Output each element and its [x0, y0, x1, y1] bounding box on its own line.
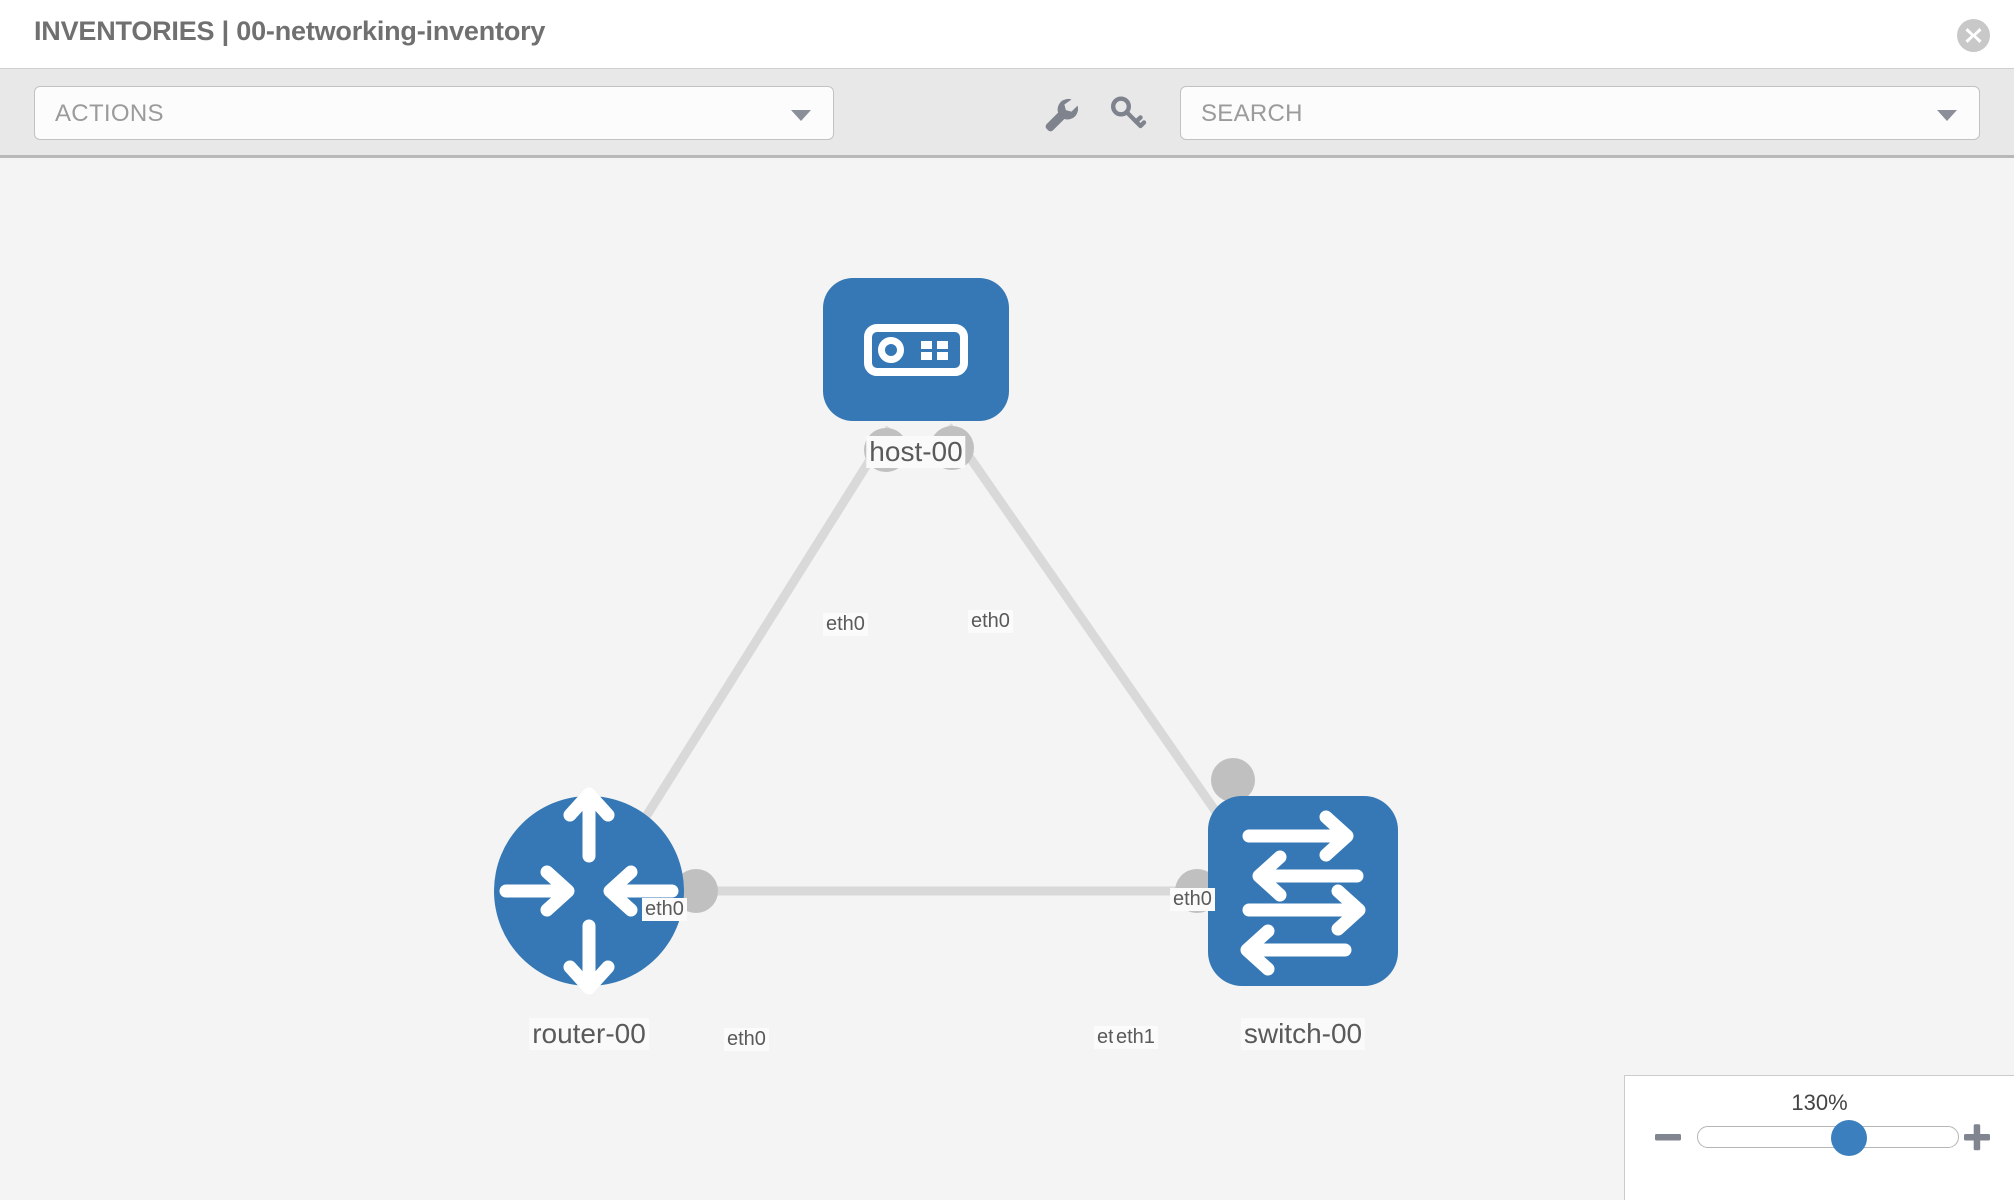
topology-endpoints: [674, 426, 1255, 913]
search-placeholder-label: SEARCH: [1201, 100, 1303, 127]
node-host-00: [823, 278, 1009, 421]
zoom-slider-handle[interactable]: [1830, 1120, 1867, 1156]
topology-canvas[interactable]: host-00 router-00 switch-00 eth0 eth0 et…: [0, 158, 2014, 1200]
zoom-control-panel: 130%: [1624, 1075, 2014, 1200]
search-input[interactable]: SEARCH: [1180, 86, 1980, 140]
iface-label-switch00-eth1: eth1: [1113, 1026, 1158, 1049]
topology-graph: [494, 278, 1398, 995]
close-icon[interactable]: [1957, 19, 1990, 52]
iface-label-host00-right: eth0: [968, 610, 1013, 633]
zoom-level-label: 130%: [1791, 1090, 1848, 1115]
page-title: INVENTORIES | 00-networking-inventory: [34, 16, 546, 46]
minus-icon[interactable]: [1651, 1120, 1685, 1154]
endpoint-switch00-top: [1211, 758, 1255, 802]
chevron-down-icon: [791, 110, 811, 121]
node-label-switch-00[interactable]: switch-00: [1240, 1018, 1366, 1050]
zoom-slider[interactable]: [1697, 1120, 1959, 1156]
node-label-router-00[interactable]: router-00: [529, 1018, 649, 1050]
chevron-down-icon: [1937, 110, 1957, 121]
topology-links: [616, 423, 1252, 896]
toolbar: ACTIONS SEARCH: [0, 68, 2014, 158]
actions-dropdown-label: ACTIONS: [55, 100, 164, 127]
iface-label-switch00-uplink: eth0: [1170, 888, 1215, 911]
wrench-icon[interactable]: [1038, 91, 1082, 135]
iface-label-router00-eth0: eth0: [724, 1028, 769, 1051]
node-router-00: [494, 787, 684, 995]
page-header: INVENTORIES | 00-networking-inventory: [0, 0, 2014, 68]
plus-icon[interactable]: [1960, 1120, 1994, 1154]
actions-dropdown[interactable]: ACTIONS: [34, 86, 834, 140]
iface-label-host00-left: eth0: [823, 613, 868, 636]
iface-label-router00-uplink: eth0: [642, 898, 687, 921]
node-label-host-00[interactable]: host-00: [866, 436, 966, 468]
key-icon[interactable]: [1105, 91, 1149, 135]
link-host00-switch00: [944, 423, 1252, 861]
node-switch-00: [1208, 796, 1398, 986]
link-host00-router00: [616, 425, 894, 861]
